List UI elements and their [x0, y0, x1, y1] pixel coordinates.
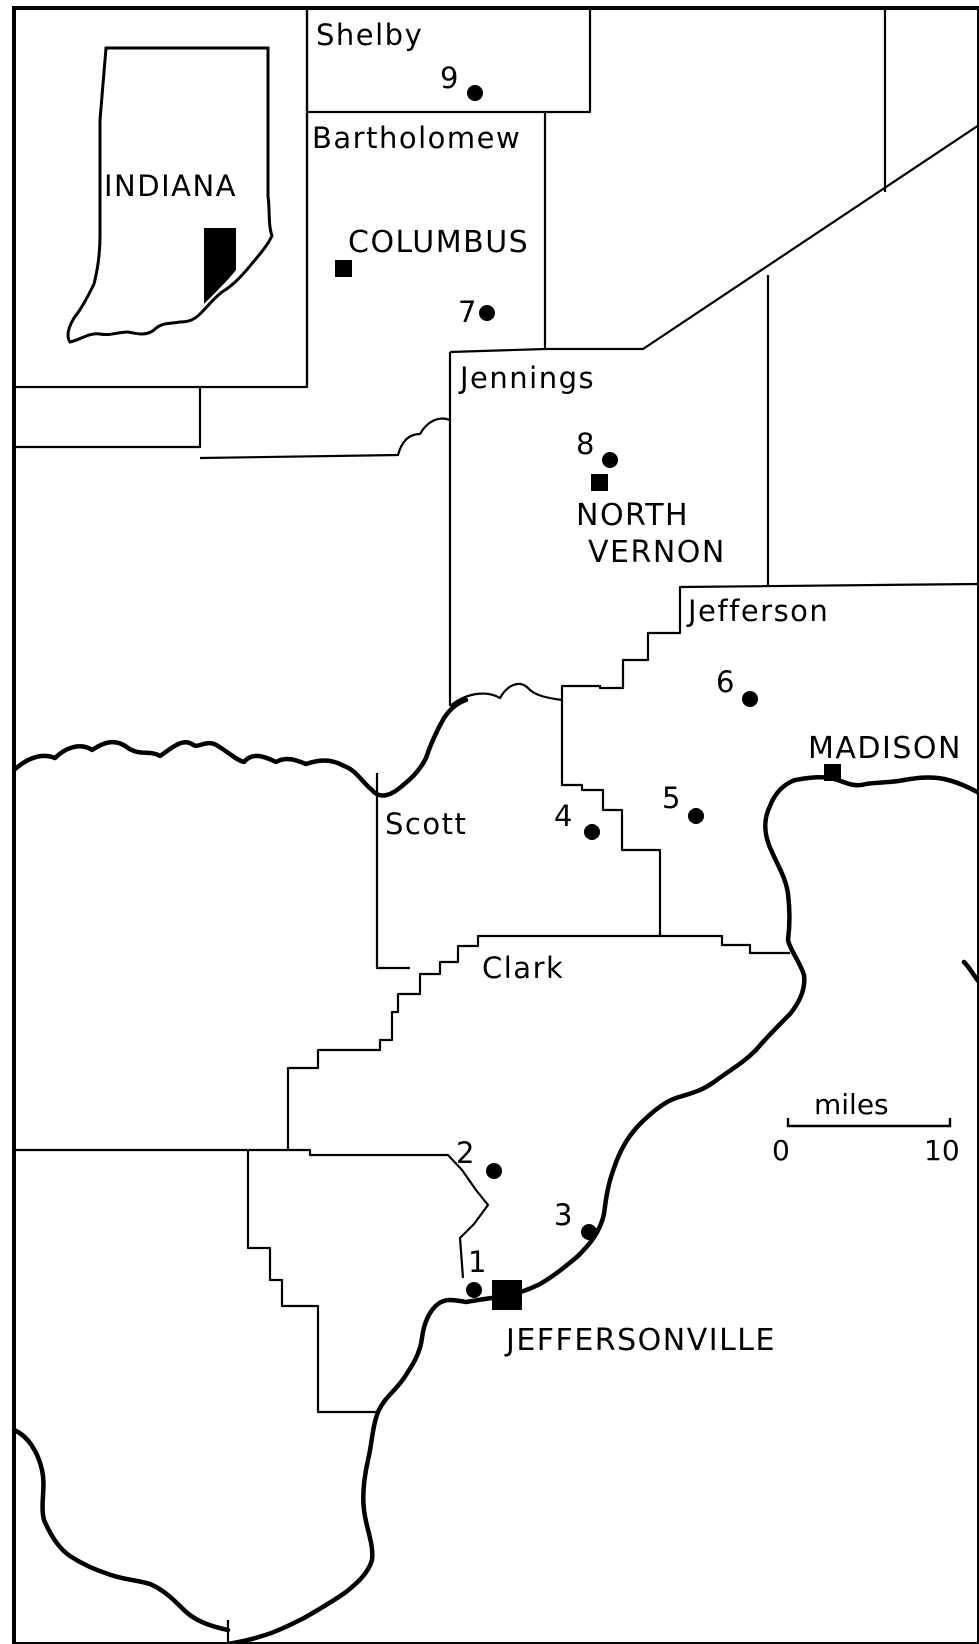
county-label-clark: Clark [482, 951, 564, 985]
city-markers [335, 260, 841, 1310]
city-label-north-vernon-1: NORTH [576, 498, 689, 533]
city-label-jeffersonville: JEFFERSONVILLE [504, 1323, 776, 1358]
site-label-6: 6 [716, 665, 734, 699]
site-dot-5 [688, 808, 704, 824]
study-area-marker [204, 228, 236, 304]
site-dot-1 [466, 1282, 482, 1298]
site-dot-8 [602, 452, 618, 468]
inset-label-indiana: INDIANA [104, 169, 237, 203]
city-label-madison: MADISON [808, 731, 962, 766]
site-markers [466, 85, 758, 1298]
city-marker-north-vernon [591, 474, 608, 491]
scale-bar: miles 0 10 [772, 1088, 960, 1167]
indiana-inset [66, 46, 274, 344]
county-label-jennings: Jennings [458, 361, 595, 395]
city-marker-madison [824, 764, 841, 781]
map-frame [12, 6, 979, 1644]
county-label-shelby: Shelby [316, 18, 423, 52]
site-label-9: 9 [440, 61, 458, 95]
site-label-4: 4 [554, 799, 572, 833]
rivers [11, 697, 979, 1644]
site-dot-7 [479, 305, 495, 321]
county-label-scott: Scott [385, 807, 467, 841]
site-dot-6 [742, 691, 758, 707]
site-label-8: 8 [576, 427, 594, 461]
county-label-bartholomew: Bartholomew [312, 121, 521, 155]
scale-max-label: 10 [924, 1134, 960, 1167]
site-dot-2 [486, 1163, 502, 1179]
site-dot-3 [581, 1224, 597, 1240]
site-label-1: 1 [468, 1245, 486, 1279]
site-label-7: 7 [458, 295, 476, 329]
county-boundaries [14, 10, 979, 1644]
site-dot-9 [467, 85, 483, 101]
city-label-columbus: COLUMBUS [348, 225, 529, 260]
site-dot-4 [584, 824, 600, 840]
county-label-jefferson: Jefferson [686, 594, 829, 628]
scale-min-label: 0 [772, 1134, 790, 1167]
scale-unit-label: miles [814, 1088, 889, 1121]
site-label-2: 2 [456, 1136, 474, 1170]
city-label-north-vernon-2: VERNON [588, 535, 726, 570]
site-label-3: 3 [554, 1198, 572, 1232]
city-marker-columbus [335, 260, 352, 277]
city-marker-jeffersonville [492, 1280, 522, 1310]
site-label-5: 5 [662, 781, 680, 815]
